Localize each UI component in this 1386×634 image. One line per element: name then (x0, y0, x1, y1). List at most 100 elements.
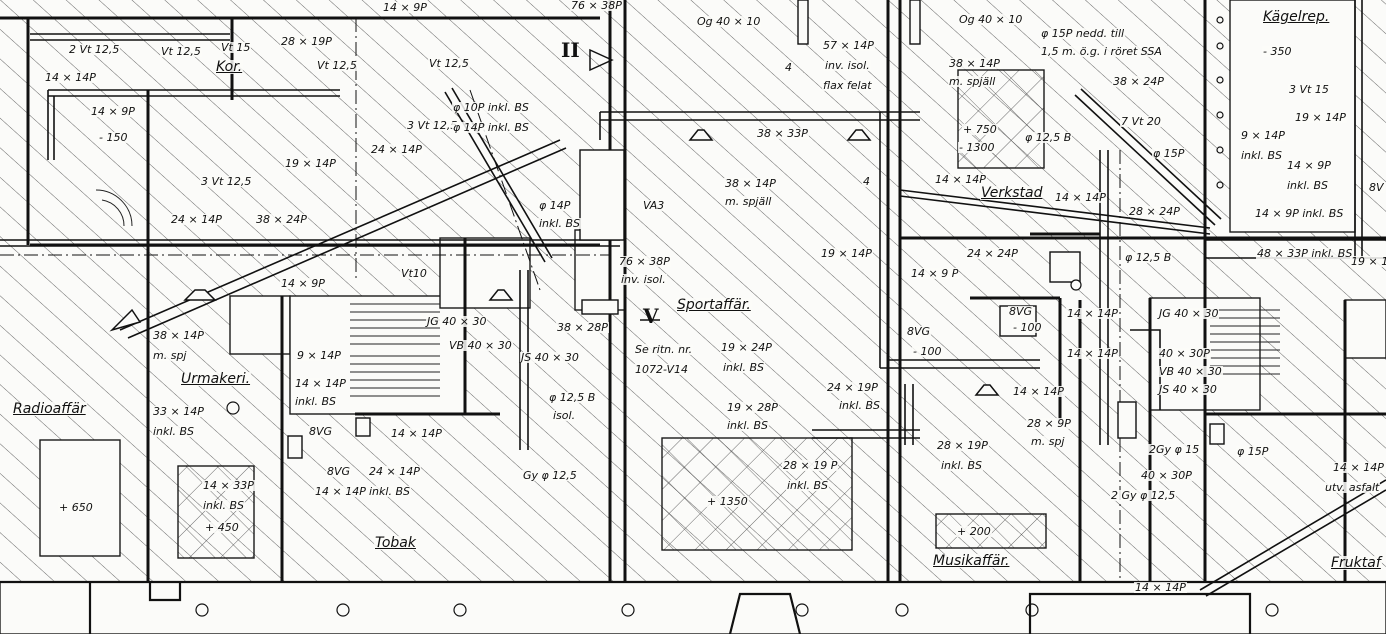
duct-annotation-d-14x9p-c: 14 × 9 P (910, 267, 960, 280)
duct-annotation-d-vt10: Vt10 (400, 267, 428, 280)
duct-annotation-d-vt125-b: Vt 12,5 (316, 59, 358, 72)
duct-annotation-d-vt125-a: Vt 12,5 (160, 45, 202, 58)
duct-annotation-d-76x38-top: 76 × 38P (570, 0, 623, 12)
duct-annotation-d-19x24p: 19 × 24P (720, 341, 773, 354)
duct-annotation-d-3vt125-a: 3 Vt 12,5 (200, 175, 253, 188)
duct-annotation-d-19x14p-c: 19 × 14P (1294, 111, 1347, 124)
duct-annotation-d-inklbs-h: inkl. BS (726, 419, 769, 432)
duct-annotation-d-9x14p: 9 × 14P (296, 349, 342, 362)
duct-annotation-d-38x24p: 38 × 24P (255, 213, 308, 226)
section-marker-section-V: V (643, 304, 659, 328)
room-label-musikaffar: Musikaffär. (932, 553, 1011, 569)
duct-annotation-d-19x14p-a: 19 × 14P (284, 157, 337, 170)
duct-annotation-d-utvasfalt: utv. asfalt (1324, 481, 1381, 494)
duct-annotation-d-p450: + 450 (204, 521, 240, 534)
duct-annotation-d-vb4030-b: VB 40 × 30 (1158, 365, 1223, 378)
room-label-sportaffar: Sportaffär. (676, 297, 752, 313)
duct-annotation-d-14x33p: 14 × 33P (202, 479, 255, 492)
duct-annotation-d-38x14p-b: 38 × 14P (724, 177, 777, 190)
duct-annotation-d-38x33p: 38 × 33P (756, 127, 809, 140)
duct-annotation-d-57x14p: 57 × 14P (822, 39, 875, 52)
duct-annotation-d-24x14p-c: 24 × 14P (368, 465, 421, 478)
duct-annotation-d-se-ritn: Se ritn. nr. (634, 343, 694, 356)
duct-annotation-d-inklbs-g: inkl. BS (838, 399, 881, 412)
duct-annotation-d-2gy15: 2Gy φ 15 (1148, 443, 1201, 456)
duct-annotation-d-mspjall-a: m. spjäll (724, 195, 773, 208)
duct-annotation-d-p200: + 200 (956, 525, 992, 538)
duct-annotation-d-phi14p-a: φ 14P inkl. BS (452, 121, 530, 134)
duct-annotation-d-24x14p-a: 24 × 14P (170, 213, 223, 226)
duct-annotation-d-mspj-a: m. spj (152, 349, 188, 362)
duct-annotation-d-inklbs-l: inkl. BS (1286, 179, 1329, 192)
duct-annotation-d-24x14p-b: 24 × 14P (370, 143, 423, 156)
duct-annotation-d-mspjall-b: m. spjäll (948, 75, 997, 88)
duct-annotation-d-js4030-a: JS 40 × 30 (520, 351, 580, 364)
duct-annotation-d-76x38p: 76 × 38P (618, 255, 671, 268)
duct-annotation-d-inklbs-i: inkl. BS (786, 479, 829, 492)
duct-annotation-d-19x28p: 19 × 28P (726, 401, 779, 414)
air-diffusers (109, 129, 1000, 396)
duct-annotation-d-15m: 1,5 m. ö.g. i röret SSA (1040, 45, 1163, 58)
duct-annotation-d-invisol-a: inv. isol. (620, 273, 667, 286)
duct-annotation-d-2gy125: 2 Gy φ 12,5 (1110, 489, 1177, 502)
room-label-fruktaff: Fruktaf (1330, 555, 1382, 571)
duct-annotation-d-m1300: - 1300 (958, 141, 996, 154)
duct-annotation-d-inklbs-d: inkl. BS (202, 499, 245, 512)
room-label-kor: Kor. (215, 59, 244, 75)
duct-annotation-d-3vt125-b: 3 Vt 12,5 (406, 119, 459, 132)
duct-annotation-d-28x24p: 28 × 24P (1128, 205, 1181, 218)
duct-annotation-d-19x14-edge: 19 × 14 (1350, 256, 1386, 267)
duct-annotation-d-48x33p: 48 × 33P inkl. BS (1256, 247, 1354, 260)
duct-annotation-d-8vg-a: 8VG (308, 425, 334, 438)
duct-annotation-d-phi14p-b: φ 14P (538, 199, 572, 212)
duct-annotation-d-14x14p-a: 14 × 14P (44, 71, 97, 84)
duct-annotation-d-40x30p-a: 40 × 30P (1158, 347, 1211, 360)
duct-annotation-d-40x30p-b: 40 × 30P (1140, 469, 1193, 482)
duct-annotation-d-28x19p-top: 28 × 19P (280, 35, 333, 48)
stairs (95, 189, 1280, 397)
room-label-urmakeri: Urmakeri. (180, 371, 252, 387)
walls (0, 0, 1386, 582)
duct-annotation-d-14x9p-a: 14 × 9P (90, 105, 136, 118)
room-label-verkstad: Verkstad (980, 185, 1044, 201)
duct-annotation-d-14x14p-h: 14 × 14P (1066, 347, 1119, 360)
duct-annotation-d-og40x10-b: Og 40 × 10 (958, 13, 1024, 26)
duct-annotation-d-24x19p: 24 × 19P (826, 381, 879, 394)
duct-annotation-d-flaxfelat: flax felat (822, 79, 873, 92)
duct-annotation-d-2vt125: 2 Vt 12,5 (68, 43, 121, 56)
duct-annotation-d-p750: + 750 (962, 123, 998, 136)
duct-annotation-d-38x14p-mspj-a: 38 × 14P (152, 329, 205, 342)
duct-annotation-d-m100-a: - 100 (912, 345, 943, 358)
duct-annotation-d-33x14p: 33 × 14P (152, 405, 205, 418)
duct-annotation-d-phi125b-c: φ 12,5 B (1124, 251, 1173, 264)
duct-annotation-d-8vg-c: 8VG (906, 325, 932, 338)
duct-annotation-d-mspj-b: m. spj (1030, 435, 1066, 448)
duct-annotation-d-14x14p-g: 14 × 14P (1066, 307, 1119, 320)
duct-annotation-d-38x28p: 38 × 28P (556, 321, 609, 334)
duct-annotation-d-inklbs-c: inkl. BS (368, 485, 411, 498)
duct-annotation-d-8vg-b: 8VG (326, 465, 352, 478)
duct-annotation-d-p650: + 650 (58, 501, 94, 514)
ducts (0, 0, 1386, 597)
duct-annotation-d-14x14p-c: 14 × 14P (314, 485, 367, 498)
duct-annotation-d-14x9p-d: 14 × 9P (1286, 159, 1332, 172)
duct-annotation-d-9x14p-b: 9 × 14P (1240, 129, 1286, 142)
duct-annotation-d-phi15p-b: φ 15P (1236, 445, 1270, 458)
duct-annotation-d-28x19p-a: 28 × 19 P (782, 459, 839, 472)
duct-annotation-d-14x14p-j: 14 × 14P (1332, 461, 1385, 474)
duct-annotation-d-1072: 1072-V14 (634, 363, 690, 376)
duct-annotation-d-38x24p-b: 38 × 24P (1112, 75, 1165, 88)
duct-annotation-d-28x19p-b: 28 × 19P (936, 439, 989, 452)
duct-annotation-d-inklbs-a: inkl. BS (294, 395, 337, 408)
duct-annotation-d-28x9p: 28 × 9P (1026, 417, 1072, 430)
duct-annotation-d-vt15: Vt 15 (220, 41, 252, 54)
duct-annotation-d-14x9p-top: 14 × 9P (382, 1, 428, 14)
duct-annotation-d-p1350: + 1350 (706, 495, 749, 508)
duct-annotation-d-14x14p-f: 14 × 14P (1054, 191, 1107, 204)
section-marker-section-II: II (561, 38, 580, 62)
duct-annotation-d-3vt15: 3 Vt 15 (1288, 83, 1330, 96)
duct-annotation-d-phi125b-a: φ 12,5 B (548, 391, 597, 404)
duct-annotation-d-14x14p-d: 14 × 14P (390, 427, 443, 440)
